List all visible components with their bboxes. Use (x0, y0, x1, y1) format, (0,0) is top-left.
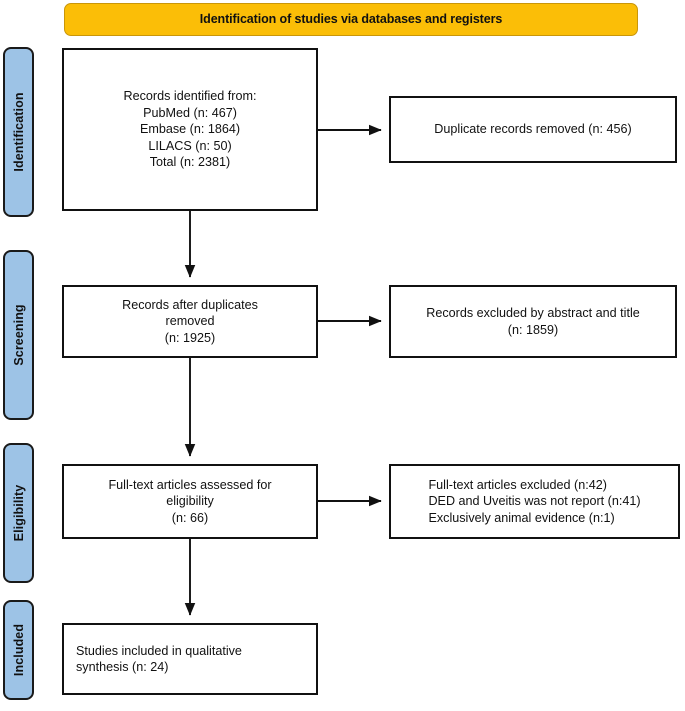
box-studies-included: Studies included in qualitative synthesi… (62, 623, 318, 695)
stage-label-identification-text: Identification (11, 92, 26, 172)
stage-label-screening: Screening (3, 250, 34, 420)
stage-label-screening-text: Screening (11, 304, 26, 366)
box-records-identified: Records identified from: PubMed (n: 467)… (62, 48, 318, 211)
box-records-after-duplicates-removed-text: Records after duplicates removed (n: 192… (122, 297, 258, 345)
box-fulltext-articles-assessed-text: Full-text articles assessed for eligibil… (108, 477, 272, 525)
stage-label-identification: Identification (3, 47, 34, 217)
box-duplicate-records-removed-text: Duplicate records removed (n: 456) (434, 122, 632, 137)
box-fulltext-articles-assessed: Full-text articles assessed for eligibil… (62, 464, 318, 539)
box-studies-included-text: Studies included in qualitative synthesi… (76, 643, 242, 675)
stage-label-included-text: Included (11, 623, 26, 677)
box-records-after-duplicates-removed: Records after duplicates removed (n: 192… (62, 285, 318, 358)
box-fulltext-articles-excluded-text: Full-text articles excluded (n:42) DED a… (428, 477, 641, 525)
diagram-header-banner: Identification of studies via databases … (64, 3, 638, 36)
stage-label-included: Included (3, 600, 34, 700)
box-duplicate-records-removed: Duplicate records removed (n: 456) (389, 96, 677, 163)
box-records-identified-text: Records identified from: PubMed (n: 467)… (123, 89, 257, 170)
stage-label-eligibility-text: Eligibility (11, 484, 26, 542)
box-fulltext-articles-excluded: Full-text articles excluded (n:42) DED a… (389, 464, 680, 539)
box-records-excluded-by-abstract-and-title-text: Records excluded by abstract and title (… (426, 306, 640, 337)
box-records-excluded-by-abstract-and-title: Records excluded by abstract and title (… (389, 285, 677, 358)
stage-label-eligibility: Eligibility (3, 443, 34, 583)
diagram-header-title: Identification of studies via databases … (199, 11, 503, 26)
